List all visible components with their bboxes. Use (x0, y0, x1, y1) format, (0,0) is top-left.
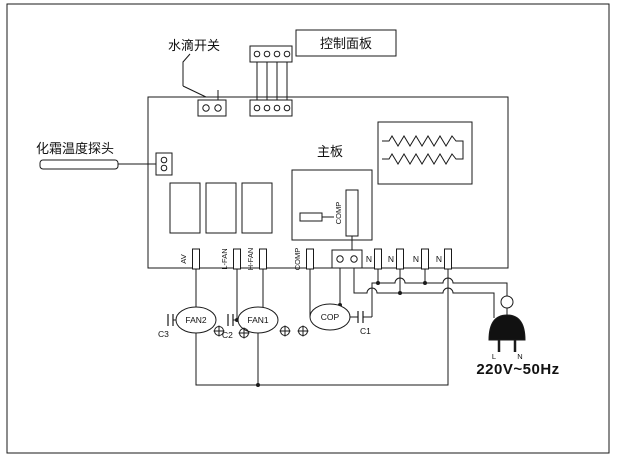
ground-symbols (213, 325, 309, 339)
ground-icon (279, 325, 291, 337)
wire-return-loop (195, 269, 449, 386)
power-connector (331, 249, 363, 269)
plug-n-label: N (517, 352, 522, 361)
control-panel-connector-top (249, 45, 293, 63)
junction-dot (376, 281, 380, 285)
ground-icon (213, 325, 225, 337)
control-panel-label: 控制面板 (320, 36, 372, 51)
power-plug: L N 220V~50Hz (476, 295, 559, 378)
outer-frame (6, 3, 610, 454)
fan1-label: FAN1 (247, 315, 269, 325)
junction-dot (423, 281, 427, 285)
plug-grommet-icon (500, 295, 514, 309)
wire-bus-a (371, 277, 508, 317)
water-switch-label: 水滴开关 (168, 38, 220, 53)
terminal-n4-label: N (436, 254, 442, 264)
water-switch-leader-wire (182, 53, 191, 86)
terminal-comp-label: COMP (293, 248, 302, 271)
pin-icon (336, 255, 344, 263)
terminal-n3-label: N (413, 254, 419, 264)
board-terminals: AV L-FAN H-FAN COMP N N N N (179, 248, 452, 271)
defrost-probe: 化霜温度探头 (36, 141, 173, 176)
driver-module-box (291, 169, 373, 241)
defrost-probe-label: 化霜温度探头 (36, 141, 114, 156)
main-board (147, 96, 509, 269)
water-switch-connector (197, 99, 227, 117)
compressor-motor: COP C1 (309, 303, 372, 336)
heater-coil-icon (382, 135, 464, 165)
main-board-label: 主板 (317, 144, 343, 159)
terminal-n1 (374, 248, 382, 270)
comp-relay (345, 189, 359, 237)
terminal-l-fan (233, 248, 241, 270)
pin-icon (273, 50, 281, 58)
pin-icon (283, 50, 291, 58)
ground-icon (297, 325, 309, 337)
plug-body (488, 314, 526, 341)
comp-driver-module: COMP (291, 169, 373, 250)
water-switch-lever (182, 85, 207, 98)
terminal-n2-label: N (388, 254, 394, 264)
c2-label: C2 (222, 330, 233, 340)
pin-icon (263, 50, 271, 58)
fan2-motor: FAN2 C3 (158, 306, 217, 339)
terminal-av-label: AV (179, 254, 188, 263)
pin-icon (160, 156, 168, 164)
pin-icon (253, 50, 261, 58)
control-panel-connector-board (249, 99, 293, 117)
control-panel: 控制面板 (249, 29, 397, 117)
control-panel-box (295, 29, 397, 57)
pin-icon (283, 104, 291, 112)
pin-icon (160, 164, 168, 172)
relay-blocks (169, 182, 273, 234)
terminal-n1-label: N (366, 254, 372, 264)
relay-block (169, 182, 201, 234)
terminal-n2 (396, 248, 404, 270)
terminal-h-fan-label: H-FAN (246, 248, 255, 271)
water-switch: 水滴开关 (168, 38, 227, 117)
c3-label: C3 (158, 329, 169, 339)
relay-block (205, 182, 237, 234)
terminal-h-fan (259, 248, 267, 270)
cop-label: COP (321, 312, 340, 322)
c1-label: C1 (360, 326, 371, 336)
power-connector-box (331, 249, 363, 269)
wire-bus-b (353, 268, 495, 318)
driver-component (299, 212, 323, 222)
pin-icon (273, 104, 281, 112)
pin-icon (214, 104, 222, 112)
plug-l-label: L (492, 352, 496, 361)
pin-icon (350, 255, 358, 263)
relay-block (241, 182, 273, 234)
power-rating-label: 220V~50Hz (476, 361, 559, 378)
junction-dot (256, 383, 260, 387)
heater-element (377, 121, 473, 185)
terminal-n4 (444, 248, 452, 270)
terminal-comp (306, 248, 314, 270)
heater-box (377, 121, 473, 185)
pin-icon (253, 104, 261, 112)
comp-relay-label: COMP (334, 202, 343, 225)
terminal-av (192, 248, 200, 270)
fan2-label: FAN2 (185, 315, 207, 325)
ground-icon (238, 327, 250, 339)
junction-dot (398, 291, 402, 295)
pin-icon (202, 104, 210, 112)
terminal-n3 (421, 248, 429, 270)
probe-body (39, 159, 119, 170)
pin-icon (263, 104, 271, 112)
fan1-motor: FAN1 C2 (222, 306, 279, 340)
terminal-l-fan-label: L-FAN (220, 248, 229, 269)
probe-connector (155, 152, 173, 176)
